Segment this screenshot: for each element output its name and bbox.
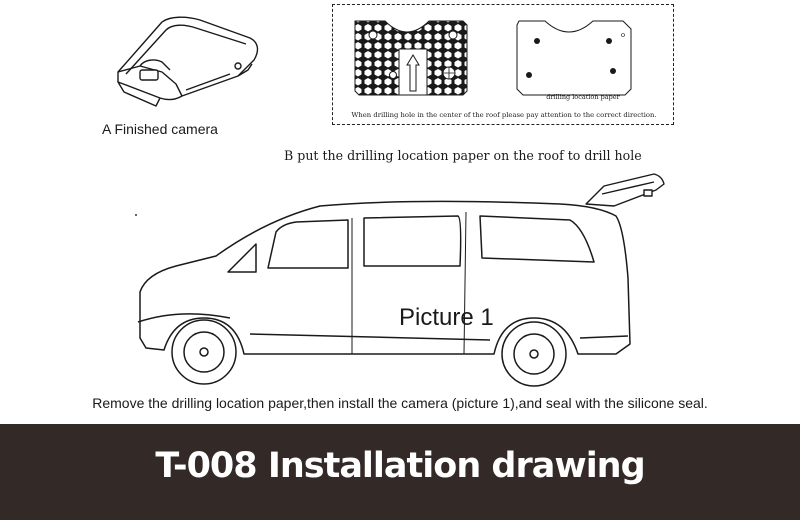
mark-dot [135, 214, 137, 216]
drilling-template-panel: drilling location paper When drilling ho… [332, 4, 674, 125]
up-arrow-icon [406, 54, 420, 92]
picture-label: Picture 1 [399, 304, 494, 331]
direction-note: When drilling hole in the center of the … [351, 111, 657, 119]
page-title: T-008 Installation drawing [155, 446, 645, 486]
van-outline-icon [137, 173, 665, 387]
title-banner: T-008 Installation drawing [0, 424, 800, 520]
installation-instruction: Remove the drilling location paper,then … [92, 395, 708, 411]
step-b-label: B put the drilling location paper on the… [284, 148, 642, 163]
step-a-label: A Finished camera [102, 121, 218, 137]
hex-template-icon [354, 20, 632, 96]
camera-outline-icon [117, 16, 259, 107]
paper-caption: drilling location paper [546, 93, 620, 101]
